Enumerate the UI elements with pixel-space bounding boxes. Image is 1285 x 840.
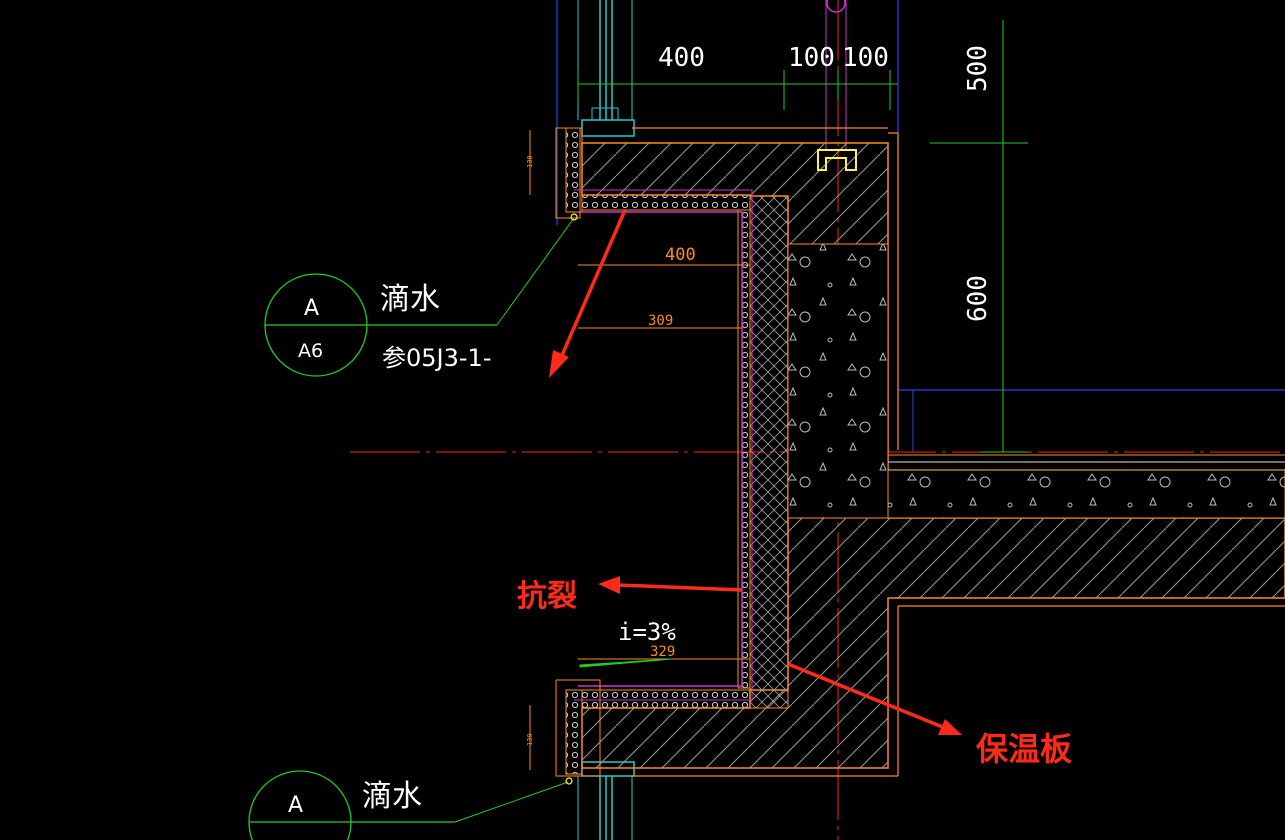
window-frame-bottom <box>577 761 635 840</box>
callout-2-title: 滴水 <box>362 779 422 814</box>
anchor-clip <box>817 149 857 171</box>
annotation-arrows <box>549 209 962 735</box>
anti-crack-layer <box>565 127 751 775</box>
dim-small-top: 130 <box>526 155 534 168</box>
callout-1-title: 滴水 <box>380 282 440 317</box>
annotation-labels: 抗裂 保温板 <box>517 579 1072 768</box>
slope-label: i=3% <box>618 618 676 646</box>
detail-callout-2: A 滴水 <box>248 770 573 840</box>
label-crack: 抗裂 <box>517 579 577 614</box>
dim-600: 600 <box>963 275 993 322</box>
dimension-lines <box>529 20 1028 770</box>
dim-400-top: 400 <box>658 43 705 73</box>
dim-400-inner: 400 <box>665 245 696 265</box>
membrane-line <box>555 127 898 777</box>
insulation-board <box>749 195 789 709</box>
callout-1-top: A <box>304 296 319 321</box>
dim-309: 309 <box>648 313 673 329</box>
dim-500: 500 <box>963 45 993 92</box>
dim-100-b: 100 <box>842 43 889 73</box>
dim-329: 329 <box>650 644 675 660</box>
slope-indicator: i=3% <box>579 618 676 668</box>
dim-100-a: 100 <box>788 43 835 73</box>
callout-2-top: A <box>288 793 303 818</box>
callout-1-ref: 参05J3-1- <box>382 344 491 372</box>
label-insulation: 保温板 <box>976 730 1072 768</box>
dimension-texts: 400 100 100 500 600 400 309 329 130 130 <box>526 43 993 746</box>
concrete-structure <box>581 132 1285 776</box>
dim-small-bottom: 130 <box>526 733 534 746</box>
callout-1-bottom: A6 <box>298 340 323 362</box>
detail-callout-1: A A6 滴水 参05J3-1- <box>264 213 578 377</box>
